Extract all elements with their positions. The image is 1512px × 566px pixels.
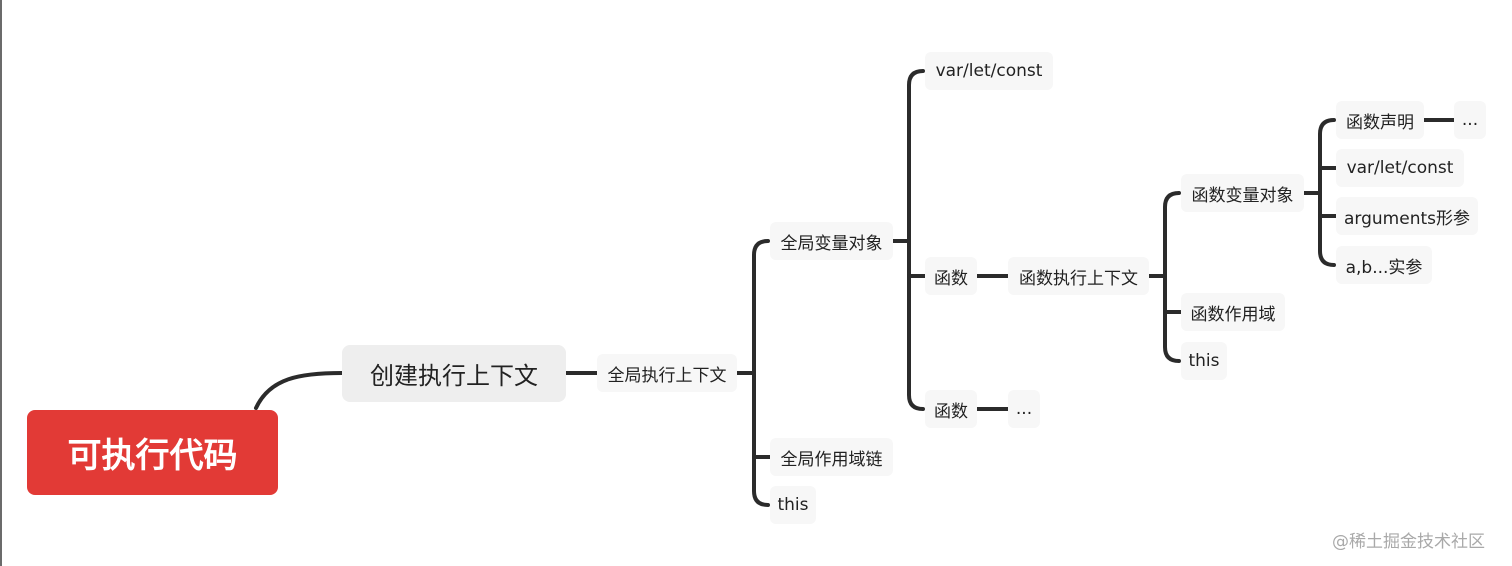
- connector-fvo-bracket: [1318, 118, 1336, 267]
- global-scope-chain-node[interactable]: 全局作用域链: [770, 438, 893, 476]
- arguments-params-node[interactable]: arguments形参: [1336, 197, 1478, 235]
- function-vo-node[interactable]: 函数变量对象: [1181, 174, 1304, 212]
- function-scope-node[interactable]: 函数作用域: [1181, 293, 1285, 331]
- vo-var-let-const-node[interactable]: var/let/const: [925, 52, 1053, 90]
- connector-global-bracket: [752, 239, 770, 507]
- connector-ctx-bracket: [1163, 191, 1181, 363]
- function-this-node[interactable]: this: [1181, 342, 1227, 380]
- function-more-node[interactable]: ...: [1008, 390, 1040, 428]
- create-context-node[interactable]: 创建执行上下文: [342, 345, 566, 402]
- vo-function-node-2[interactable]: 函数: [925, 390, 977, 428]
- function-context-node[interactable]: 函数执行上下文: [1008, 257, 1149, 295]
- actual-args-node[interactable]: a,b...实参: [1336, 246, 1432, 284]
- window-edge: [0, 0, 2, 566]
- root-node[interactable]: 可执行代码: [27, 410, 278, 495]
- function-declaration-node[interactable]: 函数声明: [1336, 101, 1424, 139]
- watermark-text: @稀土掘金技术社区: [1332, 531, 1485, 552]
- global-context-node[interactable]: 全局执行上下文: [597, 354, 737, 392]
- global-vo-node[interactable]: 全局变量对象: [770, 222, 893, 260]
- global-this-node[interactable]: this: [770, 486, 816, 524]
- declaration-more-node[interactable]: ...: [1454, 101, 1486, 139]
- connector-vo-bracket: [907, 69, 925, 411]
- function-var-let-const-node[interactable]: var/let/const: [1336, 149, 1464, 187]
- vo-function-node-1[interactable]: 函数: [925, 257, 977, 295]
- connector-root-step: [254, 371, 344, 410]
